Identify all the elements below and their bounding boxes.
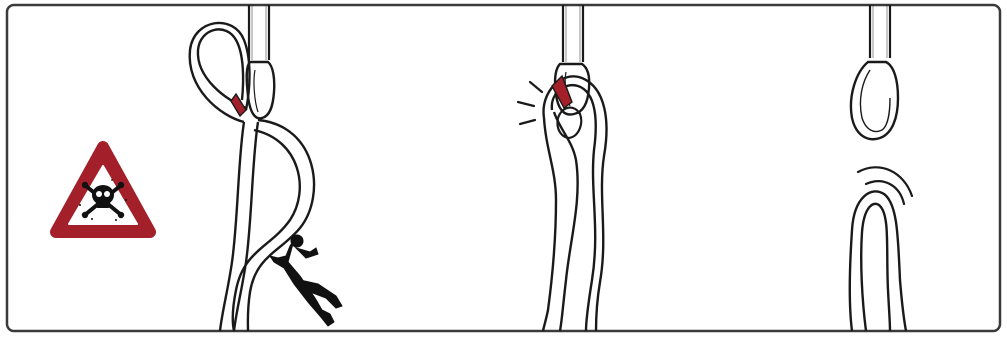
carabiner-icon <box>849 60 900 141</box>
sling-strap <box>561 5 585 62</box>
motion-lines-icon <box>856 166 914 206</box>
carabiner-icon <box>245 60 276 120</box>
falling-climber-icon <box>268 234 343 327</box>
frame-border <box>5 3 1002 333</box>
rope-loop-icon <box>188 21 316 332</box>
panel-misclip <box>188 5 343 332</box>
warning-triangle-icon <box>50 141 156 238</box>
sling-strap <box>868 5 892 58</box>
sling-strap <box>247 5 271 60</box>
stress-marks-icon <box>516 80 544 126</box>
panel-cross-load <box>516 5 608 332</box>
panel-unclipped <box>848 5 914 332</box>
rope-loop-icon <box>541 74 608 332</box>
skull-crossbones-icon <box>79 179 127 221</box>
rope-loop-icon <box>848 190 908 332</box>
